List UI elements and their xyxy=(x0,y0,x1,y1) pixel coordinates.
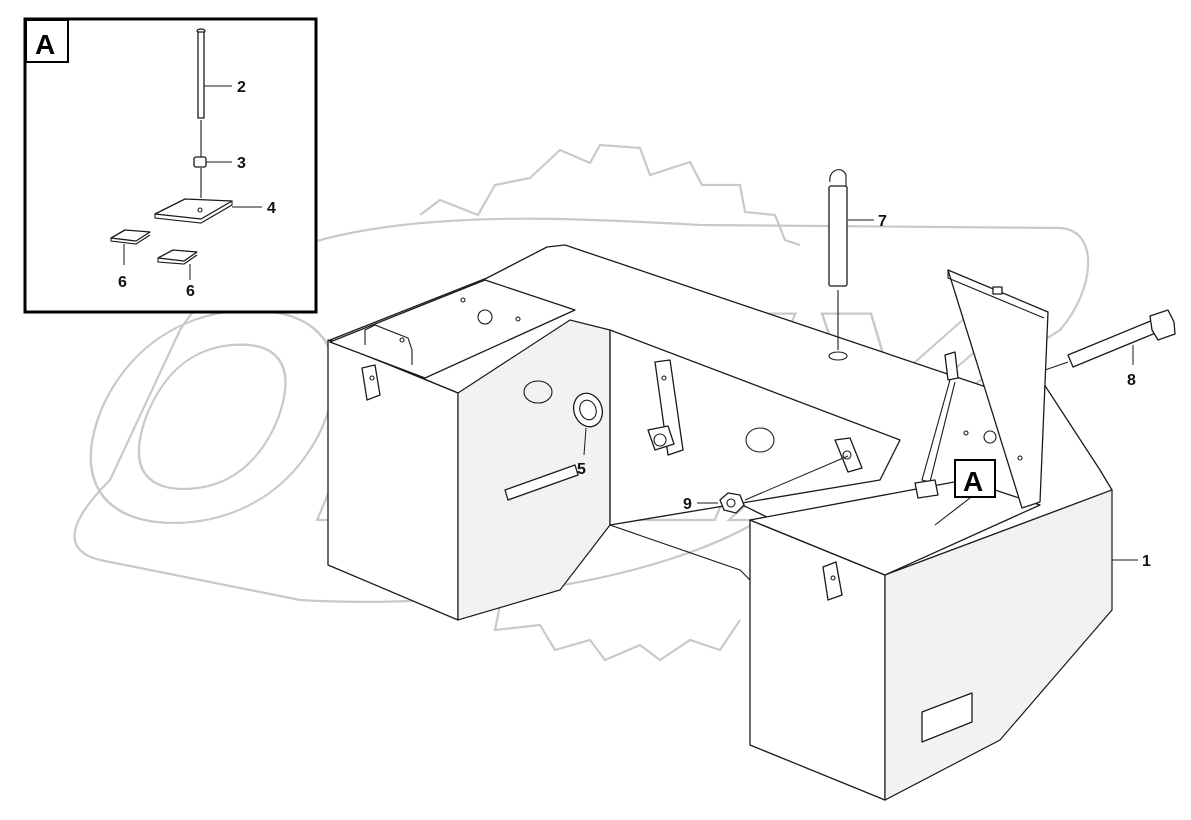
right-bracket xyxy=(834,437,863,473)
label-6-right: 6 xyxy=(186,283,195,300)
left-top-panel xyxy=(329,279,576,379)
middle-floor xyxy=(609,329,901,526)
right-handle-slot xyxy=(921,692,973,743)
left-handle xyxy=(364,324,413,365)
part-7-pin xyxy=(828,169,874,361)
open-lid xyxy=(947,269,1049,509)
lid-strut xyxy=(914,351,959,499)
detail-letter-box xyxy=(25,19,69,63)
middle-hole xyxy=(745,427,775,453)
part-6-pad-left xyxy=(110,229,151,265)
label-7: 7 xyxy=(878,213,887,230)
right-latch xyxy=(822,561,843,601)
callout-letter-box xyxy=(954,459,996,498)
label-1: 1 xyxy=(1142,553,1151,570)
counterweight-assembly: 5 xyxy=(327,244,1138,801)
part-2-rod xyxy=(196,28,232,119)
part-8-bolt xyxy=(1044,309,1176,371)
plug-bracket xyxy=(647,359,684,456)
label-8: 8 xyxy=(1127,372,1136,389)
part-6-pad-right xyxy=(157,249,198,280)
watermark-ring xyxy=(73,217,1090,603)
left-hole xyxy=(523,380,553,404)
detail-view-a: A 2 3 4 6 xyxy=(23,17,318,314)
callout-view-letter: A xyxy=(963,466,983,497)
label-3: 3 xyxy=(237,155,246,172)
part-4-plate xyxy=(154,198,262,224)
left-slot xyxy=(504,464,579,501)
left-latch xyxy=(361,364,381,401)
watermark-gear-bottom xyxy=(469,589,741,662)
part-5-grommet xyxy=(572,392,604,456)
callout-a: A xyxy=(934,459,996,526)
detail-view-letter: A xyxy=(35,29,55,60)
label-5: 5 xyxy=(577,461,586,478)
part-3-spacer xyxy=(193,120,232,198)
label-4: 4 xyxy=(267,200,276,217)
label-2: 2 xyxy=(237,79,246,96)
part-9-nut xyxy=(697,455,849,514)
watermark-gear-outline xyxy=(419,143,801,247)
label-6-left: 6 xyxy=(118,274,127,291)
right-box-top xyxy=(749,479,1041,576)
label-9: 9 xyxy=(683,496,692,513)
